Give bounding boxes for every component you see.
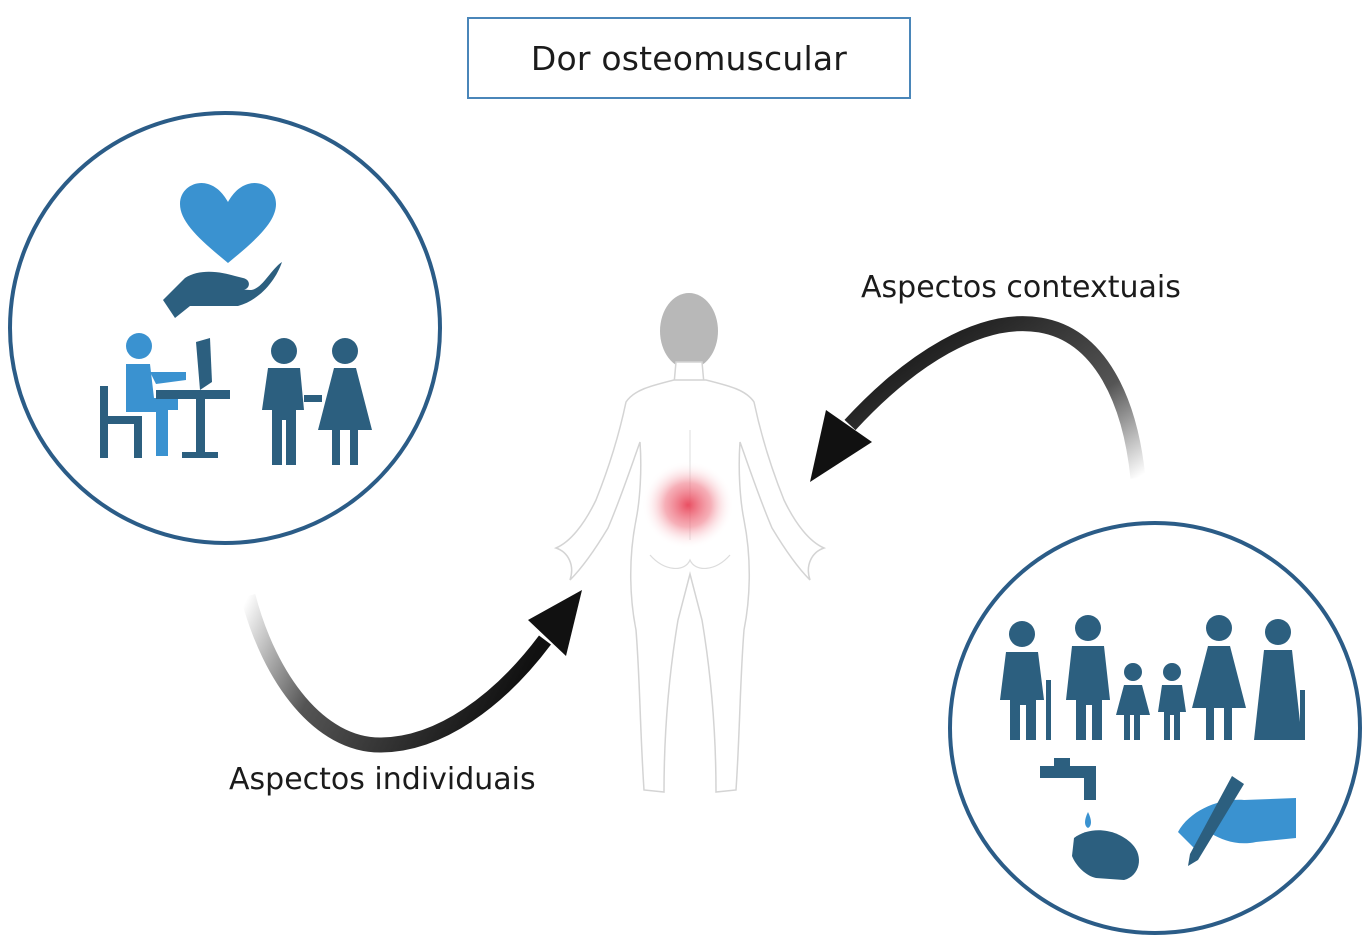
individual-aspects-label: Aspectos individuais — [229, 762, 536, 797]
handwashing-icon — [1040, 758, 1139, 880]
individual-aspects-circle — [8, 111, 442, 545]
individual-aspects-arrow — [240, 590, 582, 753]
couple-icon — [262, 338, 372, 465]
pain-spot — [642, 461, 734, 549]
heart-in-hand-icon — [163, 182, 282, 318]
title-box: Dor osteomuscular — [467, 17, 911, 99]
writing-hand-icon — [1178, 776, 1296, 866]
contextual-aspects-label: Aspectos contextuais — [861, 270, 1181, 305]
human-body-back-pain-icon — [553, 293, 827, 793]
person-at-computer-icon — [100, 333, 230, 458]
family-icon — [1000, 615, 1305, 740]
diagram-title: Dor osteomuscular — [530, 38, 848, 78]
contextual-aspects-circle — [948, 521, 1362, 935]
contextual-aspects-arrow — [810, 316, 1146, 482]
